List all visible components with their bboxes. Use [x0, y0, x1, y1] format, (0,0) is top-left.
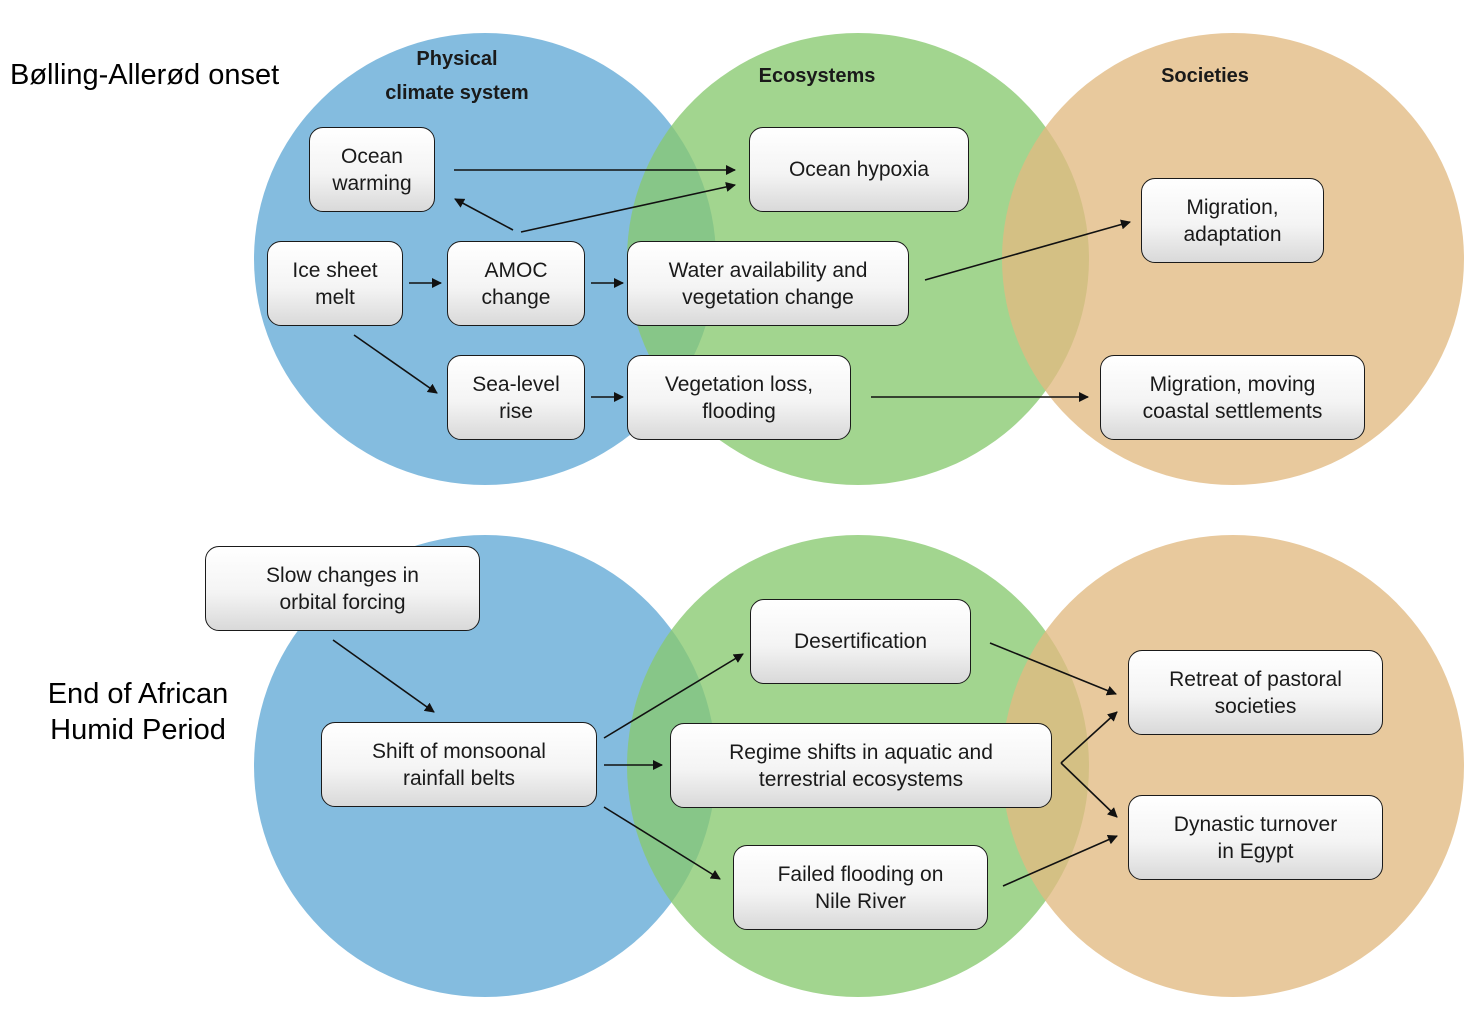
header-physical-climate-system: Physical climate system — [357, 42, 557, 110]
box-vegetation-loss: Vegetation loss, flooding — [627, 355, 851, 440]
section-title-line-1: End of African — [47, 678, 229, 710]
header-physical-line-1: Physical — [416, 48, 498, 70]
box-slow-changes: Slow changes in orbital forcing — [205, 546, 480, 631]
box-text: coastal settlements — [1142, 399, 1323, 423]
box-text: Slow changes in — [266, 563, 419, 587]
box-water-vegetation: Water availability and vegetation change — [627, 241, 909, 326]
box-dynastic-turnover: Dynastic turnover in Egypt — [1128, 795, 1383, 880]
box-text: Ice sheet — [292, 258, 378, 282]
box-text: vegetation change — [682, 285, 854, 309]
box-text: Dynastic turnover — [1173, 812, 1338, 836]
box-text: Retreat of pastoral — [1169, 667, 1342, 691]
box-text: rainfall belts — [402, 766, 516, 790]
societies-circle-bottom — [1002, 535, 1464, 997]
section-title-bolling-allerod: Bølling-Allerød onset — [10, 59, 280, 91]
box-text: rise — [499, 399, 533, 423]
box-monsoon-shift: Shift of monsoonal rainfall belts — [321, 722, 597, 807]
box-retreat-pastoral: Retreat of pastoral societies — [1128, 650, 1383, 735]
box-migration-coastal: Migration, moving coastal settlements — [1100, 355, 1365, 440]
box-ocean-hypoxia: Ocean hypoxia — [749, 127, 969, 212]
box-text: Failed flooding on — [777, 862, 944, 886]
header-physical-line-2: climate system — [385, 82, 529, 104]
box-text: adaptation — [1183, 222, 1282, 246]
box-text: Vegetation loss, — [664, 372, 814, 396]
box-text: Nile River — [814, 889, 906, 913]
box-text: Migration, moving — [1149, 372, 1316, 396]
box-text: Regime shifts in aquatic and — [729, 740, 993, 764]
box-sea-level-rise: Sea-level rise — [447, 355, 585, 440]
box-text: societies — [1214, 694, 1297, 718]
section-title-line-2: Humid Period — [50, 714, 226, 746]
box-text: Ocean hypoxia — [788, 158, 930, 181]
box-ocean-warming: Ocean warming — [309, 127, 435, 212]
box-text: warming — [332, 171, 412, 195]
box-text: Water availability and — [668, 258, 868, 282]
header-societies: Societies — [1161, 65, 1249, 87]
box-ice-sheet-melt: Ice sheet melt — [267, 241, 403, 326]
box-text: melt — [315, 285, 355, 309]
box-text: in Egypt — [1217, 839, 1294, 863]
box-text: Shift of monsoonal — [372, 739, 546, 763]
header-ecosystems: Ecosystems — [758, 65, 876, 87]
box-text: Migration, — [1186, 195, 1279, 219]
box-amoc-change: AMOC change — [447, 241, 585, 326]
box-text: Desertification — [793, 630, 928, 653]
box-text: AMOC — [484, 258, 548, 282]
box-migration-adaptation: Migration, adaptation — [1141, 178, 1324, 263]
box-text: change — [481, 285, 551, 309]
box-failed-flooding: Failed flooding on Nile River — [733, 845, 988, 930]
box-regime-shifts: Regime shifts in aquatic and terrestrial … — [670, 723, 1052, 808]
box-text: orbital forcing — [279, 590, 406, 614]
box-desertification: Desertification — [750, 599, 971, 684]
box-text: flooding — [702, 399, 776, 423]
box-text: Ocean — [341, 144, 403, 168]
box-text: terrestrial ecosystems — [758, 767, 964, 791]
box-text: Sea-level — [472, 372, 560, 396]
section-title-african-humid: End of African Humid Period — [0, 676, 276, 748]
